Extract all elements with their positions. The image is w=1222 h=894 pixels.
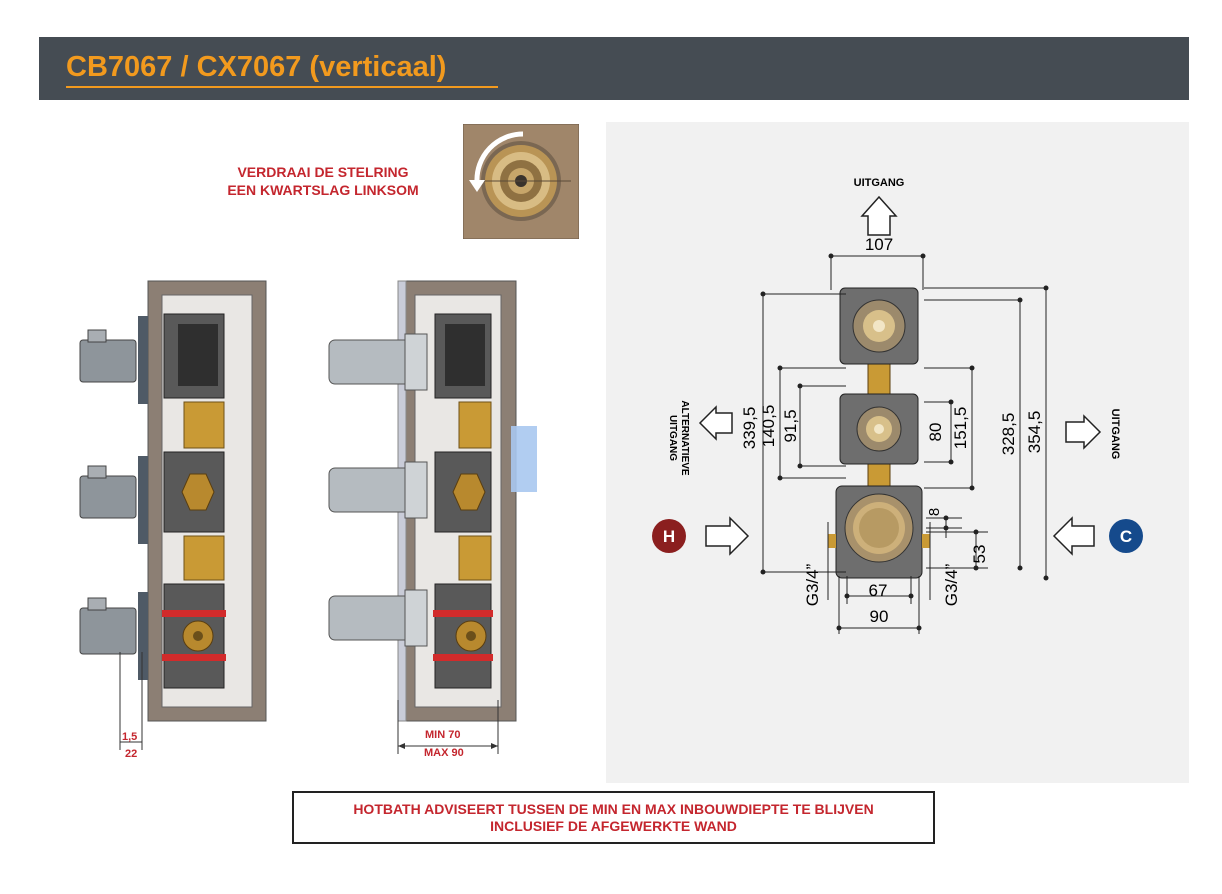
valve-body-middle — [163, 451, 225, 581]
outlet-top-label: UITGANG — [854, 177, 905, 189]
outlet-right-arrow — [1065, 414, 1102, 450]
advice-line-2: INCLUSIEF DE AFGEWERKTE WAND — [490, 818, 737, 834]
dim-53: 53 — [970, 545, 989, 564]
advice-line-1: HOTBATH ADVISEERT TUSSEN DE MIN EN MAX I… — [353, 801, 874, 817]
thread-left-label: G3/4” — [803, 563, 822, 606]
valve-body-top — [163, 313, 225, 449]
handle-bottom — [79, 597, 137, 655]
dim-328-5: 328,5 — [999, 413, 1018, 456]
valve-body-top — [434, 313, 492, 449]
title-underline — [66, 86, 498, 88]
valve-body-middle — [434, 451, 492, 581]
mixer-body — [828, 287, 930, 579]
valve-body-bottom — [433, 583, 493, 689]
cold-badge — [1109, 519, 1143, 553]
dim-151-5: 151,5 — [951, 407, 970, 450]
hot-badge — [652, 519, 686, 553]
installation-advice-box: HOTBATH ADVISEERT TUSSEN DE MIN EN MAX I… — [292, 791, 935, 844]
dim-339-5: 339,5 — [740, 407, 759, 450]
dim-91-5: 91,5 — [781, 409, 800, 442]
outlet-top-arrow — [860, 195, 898, 236]
dim-90: 90 — [870, 607, 889, 626]
cold-inlet-arrow — [1052, 516, 1095, 556]
dim-67: 67 — [869, 581, 888, 600]
adjusting-ring-photo — [463, 124, 579, 239]
outlet-alt-arrow — [698, 405, 733, 441]
dim-8: 8 — [926, 508, 943, 516]
page-title: CB7067 / CX7067 (verticaal) — [66, 51, 447, 83]
dim-80: 80 — [926, 423, 945, 442]
handle-top — [79, 329, 137, 383]
side-view-handles — [79, 280, 267, 750]
side-view-outlets — [328, 280, 537, 754]
outlet-right-label: UITGANG — [1109, 409, 1121, 460]
outlet-cylinder-middle — [328, 461, 428, 519]
rotate-instruction: VERDRAAI DE STELRING EEN KWARTSLAG LINKS… — [198, 163, 448, 199]
cold-badge-label: C — [1120, 527, 1132, 546]
dimension-lines — [762, 255, 1047, 634]
technical-drawing: UITGANG UITGANG ALTERNATIEVE UITGANG H C — [652, 177, 1143, 634]
blue-highlight — [511, 426, 537, 492]
dim-107: 107 — [865, 235, 893, 254]
dimension-dots — [760, 253, 1049, 631]
outlet-alt-label-1: ALTERNATIEVE — [679, 400, 690, 476]
outlet-alt-label-2: UITGANG — [667, 415, 678, 461]
dim-354-5: 354,5 — [1025, 411, 1044, 454]
dim-1-5: 1,5 — [122, 731, 138, 743]
dim-max-90: MAX 90 — [424, 747, 464, 759]
valve-body-bottom — [162, 583, 226, 689]
rotate-instruction-line-2: EEN KWARTSLAG LINKSOM — [227, 182, 419, 198]
dim-140-5: 140,5 — [759, 405, 778, 448]
rotate-instruction-line-1: VERDRAAI DE STELRING — [237, 164, 409, 180]
dim-min-70: MIN 70 — [425, 729, 461, 741]
outlet-cylinder-bottom — [328, 589, 428, 647]
hot-inlet-arrow — [705, 516, 750, 556]
thread-right-label: G3/4” — [942, 563, 961, 606]
dim-22: 22 — [125, 748, 138, 760]
header-bar: CB7067 / CX7067 (verticaal) — [39, 37, 1189, 100]
outlet-cylinder-top — [328, 333, 428, 391]
handle-middle — [79, 465, 137, 519]
hot-badge-label: H — [663, 527, 675, 546]
